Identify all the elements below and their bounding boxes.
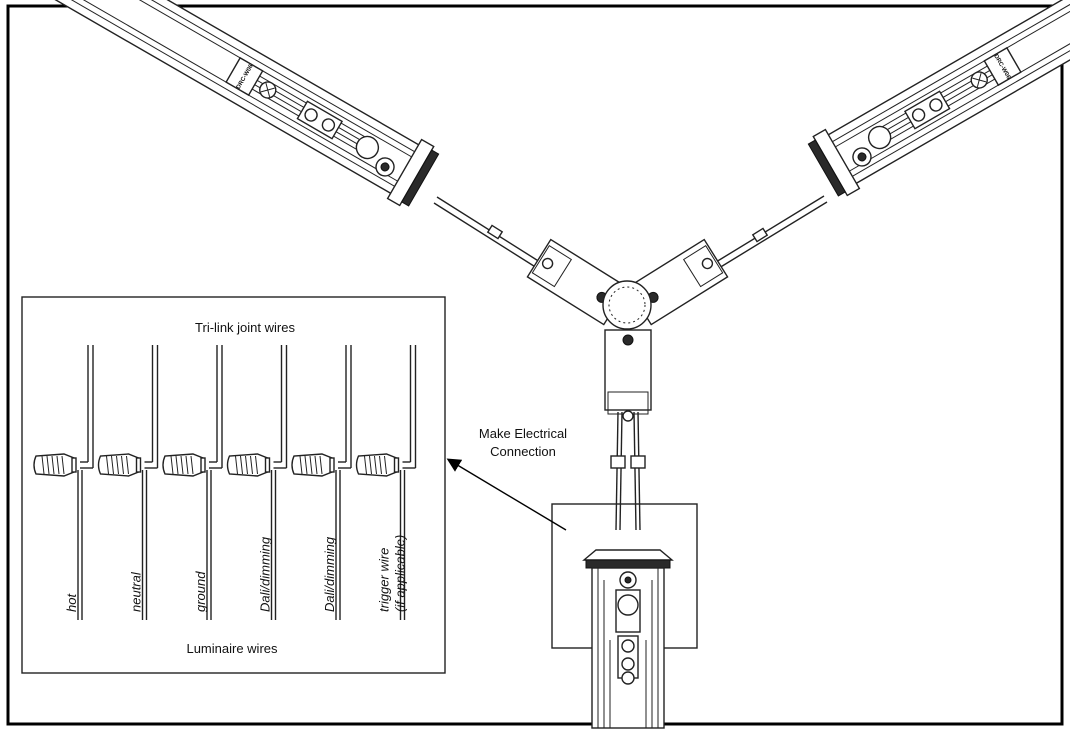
wire-connection-6: trigger wire(if applicable) bbox=[355, 345, 417, 620]
tri-link-connector bbox=[433, 195, 828, 531]
left-wire-clip bbox=[486, 224, 504, 240]
inset-bottom-label: Luminaire wires bbox=[186, 641, 278, 656]
tri-link-hub bbox=[602, 280, 652, 330]
diagram-border bbox=[6, 4, 1064, 726]
inset-panel: Tri-link joint wires Luminaire wires hot… bbox=[21, 296, 446, 674]
wire-connection-3: ground bbox=[162, 345, 223, 620]
wire-label-3: ground bbox=[193, 571, 208, 612]
wire-label-2: neutral bbox=[129, 571, 144, 612]
wire-label-6-line-2: (if applicable) bbox=[393, 535, 408, 612]
wire-nut-icon bbox=[355, 453, 400, 477]
wire-connection-2: neutral bbox=[97, 345, 159, 620]
callout-line-2: Connection bbox=[490, 444, 556, 459]
wire-connection-4: Dali/dimming bbox=[226, 345, 288, 620]
wire-label-4: Dali/dimming bbox=[258, 536, 273, 612]
wire-connection-5: Dali/dimming bbox=[291, 345, 352, 620]
wire-label-1: hot bbox=[64, 593, 79, 612]
inset-top-label: Tri-link joint wires bbox=[195, 320, 295, 335]
callout-line-1: Make Electrical bbox=[479, 426, 567, 441]
wire-nut-icon bbox=[162, 453, 206, 477]
wire-label-5: Dali/dimming bbox=[322, 536, 337, 612]
bottom-wire-clip-right bbox=[630, 455, 646, 469]
wire-group: hot neutral ground Dali/dimming Dali/dimming… bbox=[33, 345, 417, 620]
callout-arrow bbox=[446, 458, 567, 531]
wire-nut-icon bbox=[33, 453, 77, 477]
wire-nut-icon bbox=[291, 453, 335, 477]
left-luminaire: DRC-W06 bbox=[0, 0, 440, 207]
bottom-wire-clip-left bbox=[610, 455, 626, 469]
right-luminaire: DRC-W06 bbox=[807, 0, 1070, 197]
right-wire-clip bbox=[751, 227, 769, 243]
wire-connection-1: hot bbox=[33, 345, 94, 620]
wire-nut-icon bbox=[97, 453, 142, 477]
wire-label-6: trigger wire bbox=[377, 548, 392, 612]
bottom-luminaire bbox=[582, 549, 674, 729]
wire-nut-icon bbox=[226, 453, 271, 477]
